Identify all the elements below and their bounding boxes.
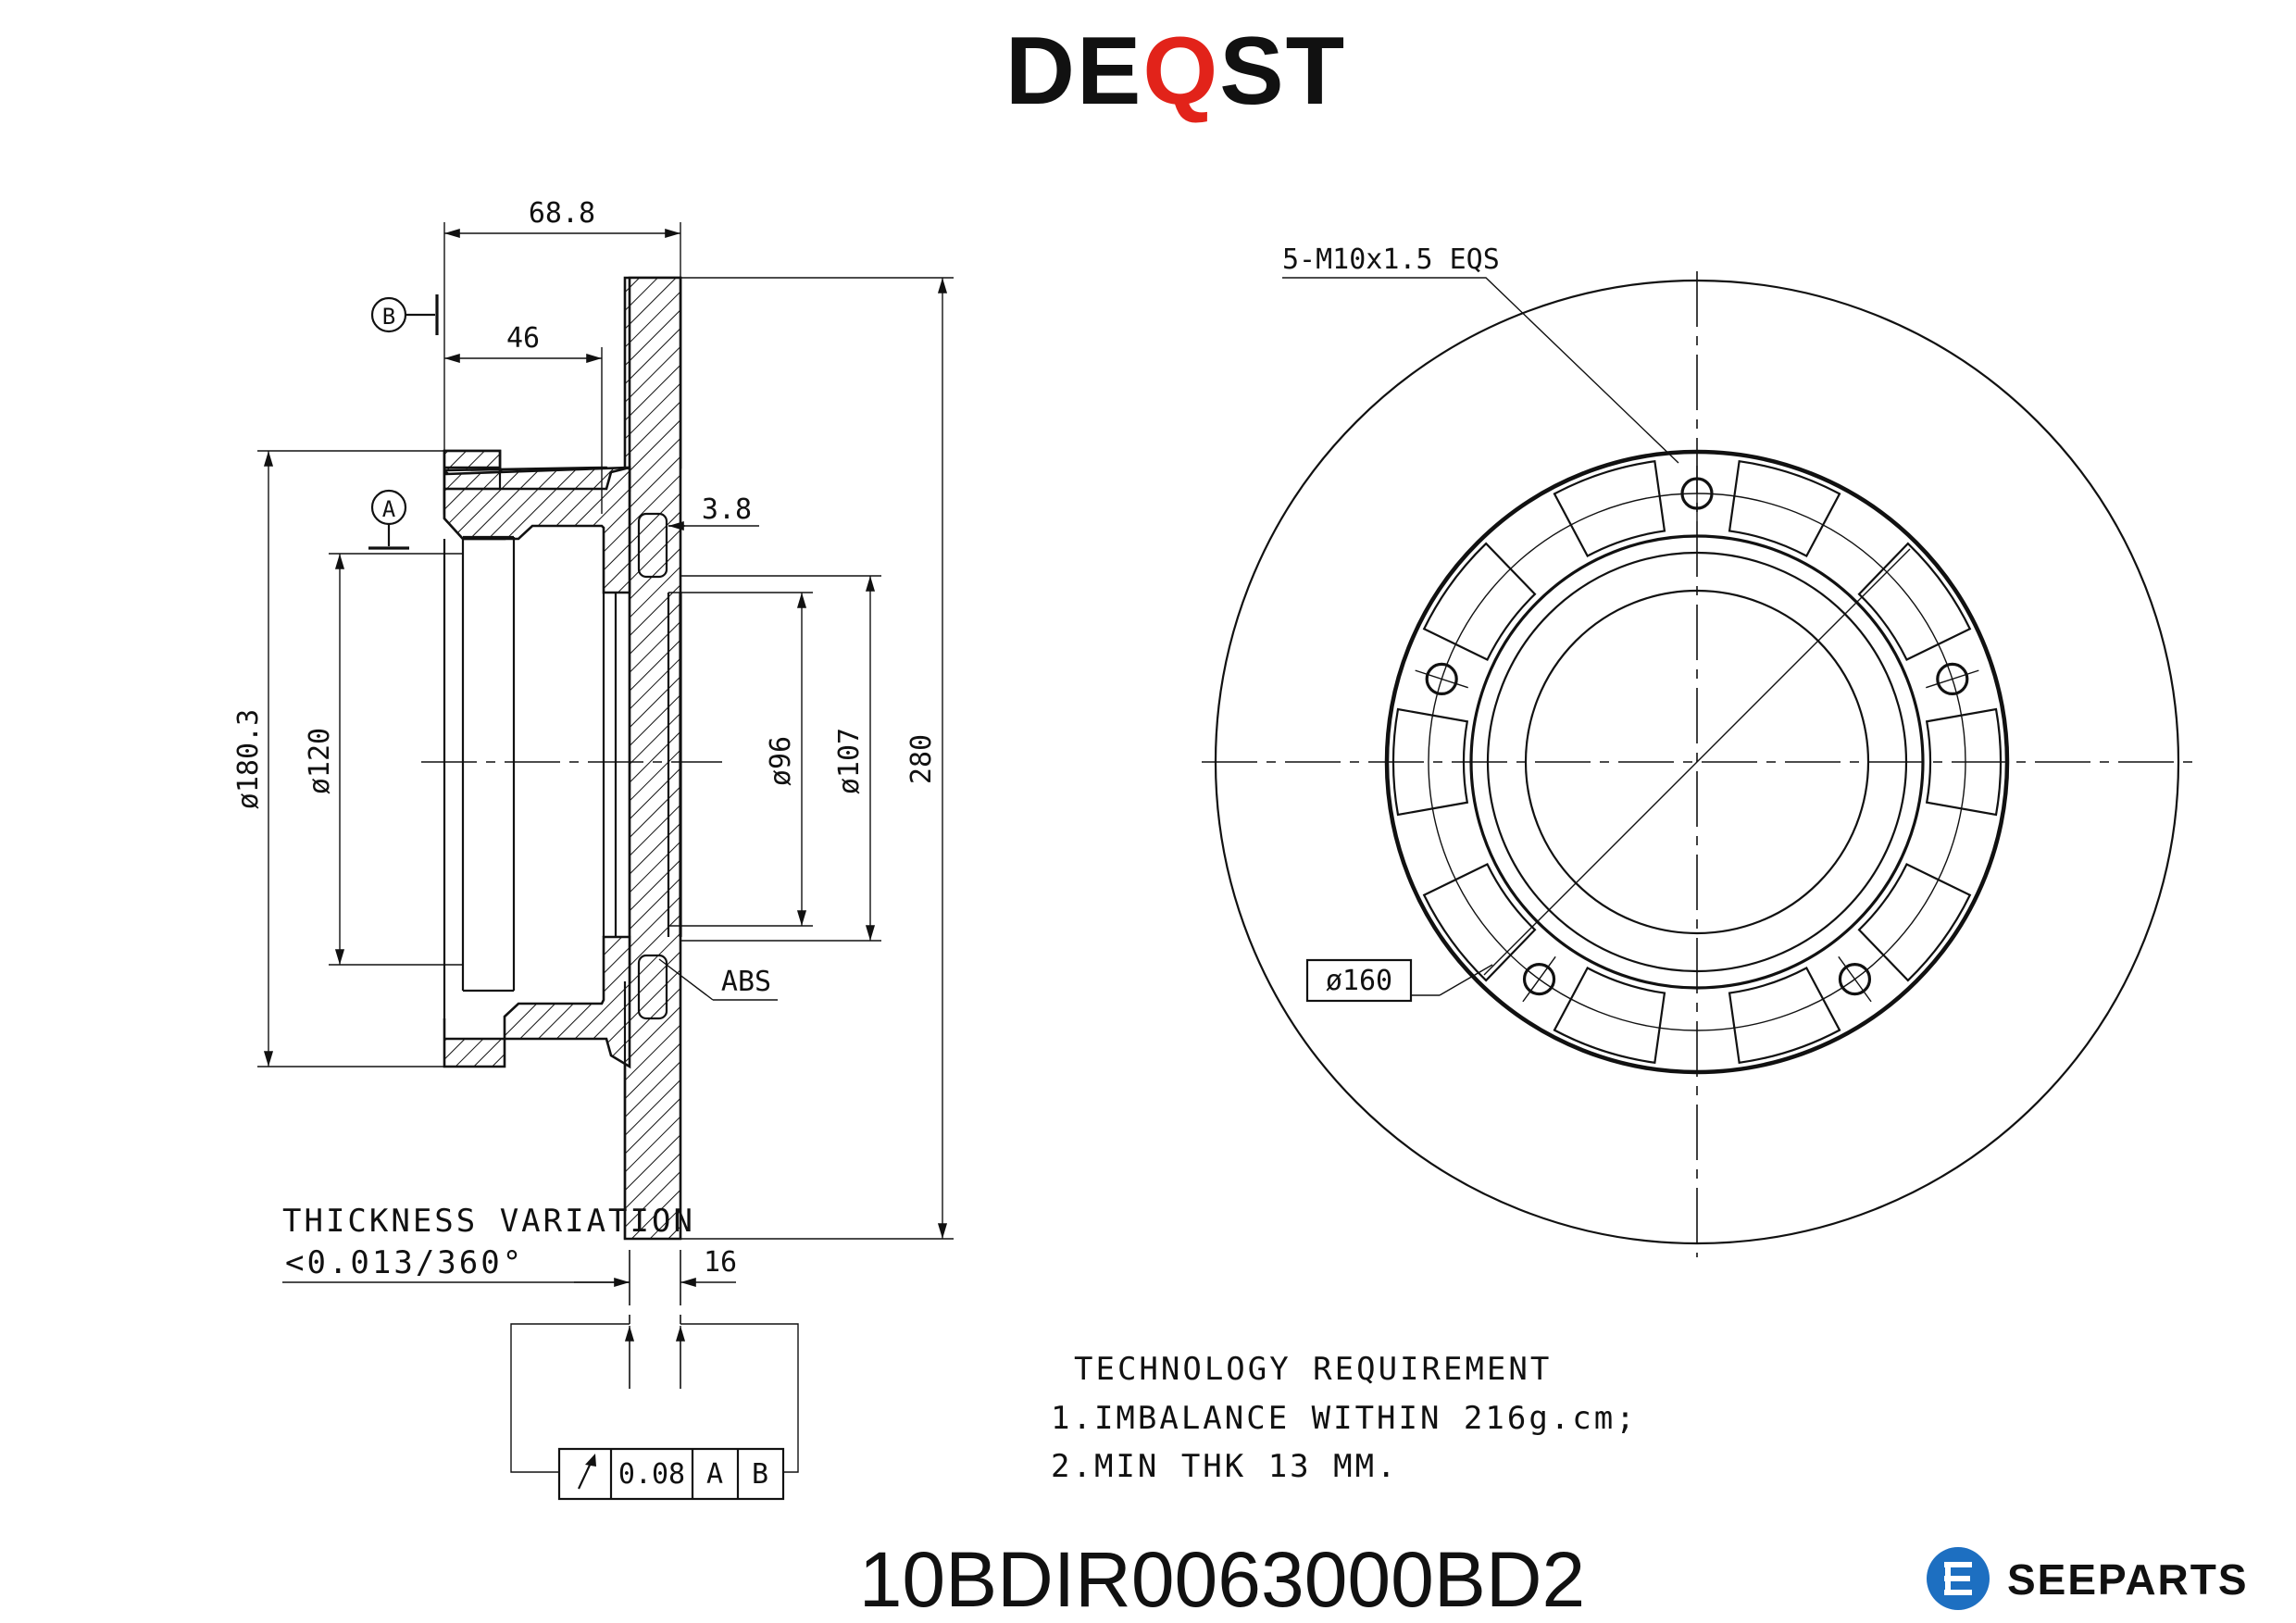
frame-border (557, 1447, 785, 1501)
seeparts-logo: SEEPARTS (1927, 1547, 2249, 1610)
runout-head (585, 1454, 596, 1467)
bolt-holes (1415, 466, 1979, 1003)
logo-prefix: DE (1005, 18, 1142, 125)
bolt-hole-axis (1415, 669, 1468, 689)
disc-plate (623, 276, 682, 1241)
thickness-variation-value: <0.013/360° (285, 1244, 524, 1281)
bolt-hole (1425, 662, 1458, 695)
hat-pocket (1553, 459, 1666, 557)
bolt-hole-axis (1838, 955, 1872, 1003)
datum-a-label: A (382, 496, 396, 522)
dim-diameter-96: ø96 (765, 736, 797, 786)
frame-leader-left (510, 1323, 630, 1473)
frame-value: 0.08 (618, 1458, 685, 1491)
bolt-hole-leader (1282, 277, 1679, 464)
frame-ref-b: B (752, 1458, 768, 1491)
deqst-logo: DEQST (1005, 18, 1346, 125)
pcd-label: ø160 (1326, 965, 1392, 997)
bolt-hole (1522, 963, 1556, 996)
feature-control-frame: 0.08 A B (557, 1447, 785, 1501)
frame-ref-a: A (706, 1458, 723, 1491)
hat-pocket (1857, 542, 1972, 662)
hat-pockets (1391, 459, 2003, 1065)
bolt-hole-axis (1926, 669, 1979, 689)
dim-diameter-107: ø107 (833, 728, 866, 794)
hat-outer-edge (1384, 449, 2010, 1075)
hat-pocket (1391, 707, 1469, 817)
hat-pocket (1728, 967, 1841, 1065)
dim-outer-diameter: 280 (905, 734, 938, 784)
abs-leader (658, 958, 714, 1001)
bolt-hole-label: 5-M10x1.5 EQS (1282, 243, 1500, 276)
seeparts-wordmark: SEEPARTS (2007, 1555, 2249, 1604)
hat-lower-flange (443, 935, 631, 1069)
logo-mark (1944, 1562, 1972, 1595)
center-bore (1524, 589, 1870, 935)
part-number: 10BDIR0063000BD2 (859, 1536, 1586, 1623)
hat-pocket (1422, 862, 1537, 982)
pcd-label-box (1305, 958, 1413, 1003)
technology-requirement: TECHNOLOGY REQUIREMENT 1.IMBALANCE WITHI… (1051, 1351, 1638, 1485)
abs-boss-upper (637, 512, 668, 579)
hat-pocket (1553, 967, 1666, 1065)
svg-text:DEQST: DEQST (1005, 18, 1346, 125)
logo-suffix: ST (1219, 18, 1346, 125)
thickness-variation-label: THICKNESS VARIATION (282, 1203, 695, 1240)
hat-ring-1 (1469, 534, 1925, 990)
dim-diameter-120: ø120 (304, 728, 336, 794)
hat-ring-2 (1486, 551, 1908, 973)
requirement-title: TECHNOLOGY REQUIREMENT (1074, 1351, 1552, 1388)
hat-pocket (1728, 459, 1841, 557)
frame-leader-right (680, 1323, 799, 1473)
hat-pocket (1422, 542, 1537, 662)
runout-arrow-icon (578, 1454, 596, 1490)
stud-pocket (443, 449, 502, 491)
requirement-item-2: 2.MIN THK 13 MM. (1051, 1448, 1399, 1485)
seeparts-logo-icon (1927, 1547, 1990, 1610)
logo-accent: Q (1142, 18, 1219, 125)
abs-label: ABS (721, 966, 771, 998)
dim-hat-depth: 46 (506, 322, 540, 355)
dim-overall-depth: 68.8 (529, 197, 595, 230)
hat-pocket (1925, 707, 2003, 817)
bolt-hole-axis (1522, 955, 1556, 1003)
dim-disc-thickness: 16 (704, 1246, 737, 1279)
dim-diameter-180: ø180.3 (232, 709, 265, 809)
requirement-item-1: 1.IMBALANCE WITHIN 216g.cm; (1051, 1400, 1638, 1437)
hat-pocket (1857, 862, 1972, 982)
pcd-leader-2 (1439, 964, 1493, 996)
front-view (1202, 271, 2192, 1257)
dim-abs-offset: 3.8 (702, 493, 752, 526)
bolt-hole (1838, 963, 1872, 996)
abs-boss-lower (637, 954, 668, 1020)
bolt-hole (1936, 662, 1969, 695)
section-view: 68.8 46 B A 3.8 ø180.3 ø120 ø96 (232, 197, 954, 1501)
disc-outer-edge (1214, 279, 2180, 1245)
datum-b-label: B (382, 304, 395, 330)
diagonal-reference (1483, 548, 1911, 976)
